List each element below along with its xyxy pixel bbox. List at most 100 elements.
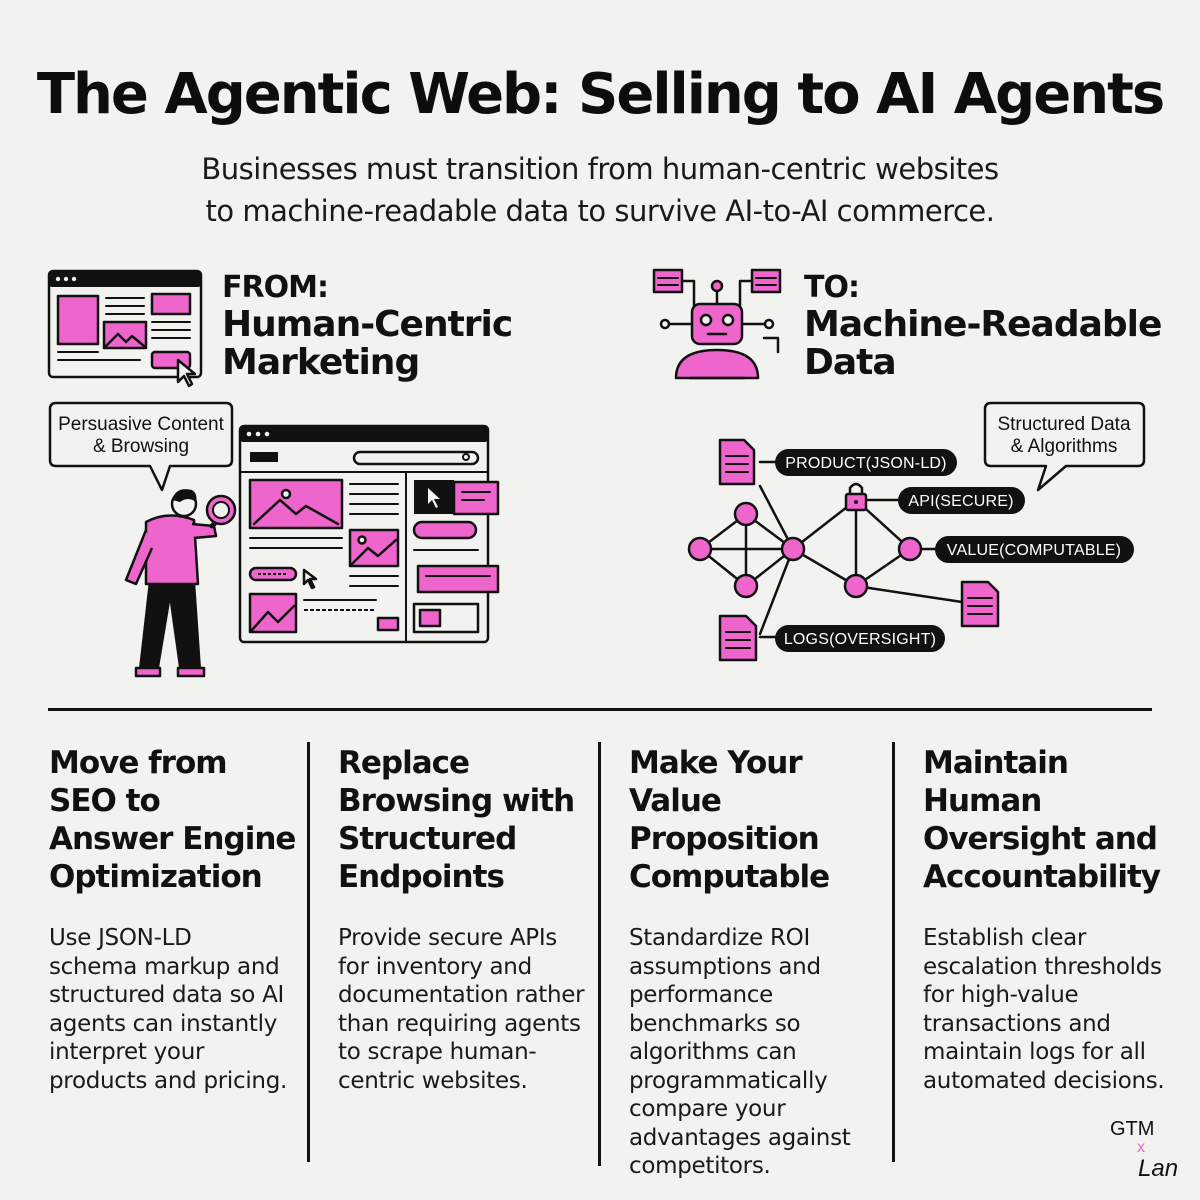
column-value: Make Your Value Proposition Computable S… [629,744,884,1181]
browser-window-icon [47,269,203,388]
body-line: assumptions and [629,953,821,980]
body-line: structured data so AI [49,982,284,1008]
pill-value: VALUE(COMPUTABLE) [935,536,1134,563]
network-node [780,536,806,562]
body-line: for inventory and [338,953,532,980]
brand-line-1: GTM [1110,1118,1154,1140]
network-node [843,573,869,599]
network-node [733,501,759,527]
heading-line: Oversight and [923,821,1158,857]
heading-line: Accountability [923,859,1161,895]
subtitle-line-2: to machine-readable data to survive AI-t… [205,194,995,228]
pill-logs-label: LOGS(OVERSIGHT) [784,631,936,648]
large-browser-window [238,424,500,644]
body-line: Establish clear [923,925,1087,951]
column-heading: Move from SEO to Answer Engine Optimizat… [49,744,299,896]
body-line: to scrape human- [338,1039,537,1065]
column-oversight: Maintain Human Oversight and Accountabil… [923,744,1173,1095]
to-title-line-2: Data [804,342,897,383]
heading-line: Structured [338,821,517,857]
pill-product-label: PRODUCT(JSON-LD) [785,455,946,472]
heading-line: Maintain [923,745,1069,781]
column-body: Use JSON-LD schema markup and structured… [49,924,299,1095]
from-title-line-1: Human-Centric [222,304,513,345]
column-heading: Replace Browsing with Structured Endpoin… [338,744,588,896]
pill-value-label: VALUE(COMPUTABLE) [947,542,1121,559]
search-icon [462,453,470,461]
to-heading: TO: Machine-Readable Data [804,270,1162,383]
from-bubble-line-1: Persuasive Content [58,414,225,435]
pill-logs: LOGS(OVERSIGHT) [775,625,945,652]
column-body: Establish clear escalation thresholds fo… [923,924,1173,1095]
from-heading: FROM: Human-Centric Marketing [222,270,513,383]
from-title-line-2: Marketing [222,342,420,383]
network-node [687,536,713,562]
column-body: Standardize ROI assumptions and performa… [629,924,884,1181]
column-heading: Make Your Value Proposition Computable [629,744,884,896]
illustration: .ink { stroke: #111; stroke-width: 2.5; … [47,268,1146,678]
cursor-icon [176,358,197,388]
document-icon [718,438,756,486]
body-line: interpret your [49,1039,205,1065]
brand-logo: GTM x Lan [1110,1118,1178,1182]
to-speech-bubble: Structured Data & Algorithms [983,401,1146,492]
body-line: products and pricing. [49,1067,288,1094]
network-node [733,573,759,599]
body-line: Standardize ROI [629,925,810,951]
body-line: schema markup and [49,953,280,980]
column-divider [598,742,601,1166]
heading-line: Replace [338,745,470,781]
body-line: advantages against [629,1124,851,1151]
subtitle-line-1: Businesses must transition from human-ce… [201,152,999,186]
column-endpoints: Replace Browsing with Structured Endpoin… [338,744,588,1095]
body-line: agents can instantly [49,1010,278,1037]
document-icon [960,580,1000,628]
from-bubble-line-2: & Browsing [93,436,189,457]
heading-line: Endpoints [338,859,505,895]
robot-icon [652,268,782,380]
pill-product: PRODUCT(JSON-LD) [775,449,957,476]
body-line: documentation rather [338,982,585,1008]
heading-line: Value [629,783,722,819]
column-divider [892,742,895,1162]
column-body: Provide secure APIs for inventory and do… [338,924,588,1095]
document-icon [718,614,758,662]
body-line: Use JSON-LD [49,925,192,951]
heading-line: Computable [629,859,830,895]
heading-line: Browsing with [338,783,575,819]
body-line: competitors. [629,1153,771,1179]
body-line: compare your [629,1096,786,1122]
to-label: TO: [804,270,860,305]
body-line: automated decisions. [923,1067,1165,1094]
body-line: Provide secure APIs [338,925,557,951]
body-line: centric websites. [338,1067,528,1094]
search-bar [352,450,480,466]
pill-api-label: API(SECURE) [908,493,1013,510]
to-bubble-line-2: & Algorithms [1011,436,1118,457]
column-aeo: Move from SEO to Answer Engine Optimizat… [49,744,299,1095]
data-network: PRODUCT(JSON-LD) API(SECURE) VALUE(COMPU… [687,438,1134,662]
heading-line: Answer Engine [49,821,296,857]
heading-line: Move from [49,745,228,781]
pill-api: API(SECURE) [898,487,1025,514]
lock-icon [844,482,868,512]
brand-mark: x [1137,1139,1145,1156]
heading-line: Proposition [629,821,820,857]
column-divider [307,742,310,1162]
heading-line: Make Your [629,745,803,781]
page-title: The Agentic Web: Selling to AI Agents [36,62,1165,127]
heading-line: Optimization [49,859,263,895]
network-node [897,536,923,562]
section-divider [48,708,1152,711]
body-line: programmatically [629,1067,828,1094]
from-speech-bubble: Persuasive Content & Browsing [48,401,234,492]
brand-line-2: Lan [1138,1155,1178,1182]
person-with-magnifier-icon [124,489,237,678]
body-line: performance [629,982,773,1008]
to-bubble-line-1: Structured Data [997,414,1130,435]
body-line: for high-value [923,982,1079,1008]
body-line: algorithms can [629,1039,797,1065]
heading-line: Human [923,783,1042,819]
column-heading: Maintain Human Oversight and Accountabil… [923,744,1173,896]
body-line: than requiring agents [338,1010,581,1037]
